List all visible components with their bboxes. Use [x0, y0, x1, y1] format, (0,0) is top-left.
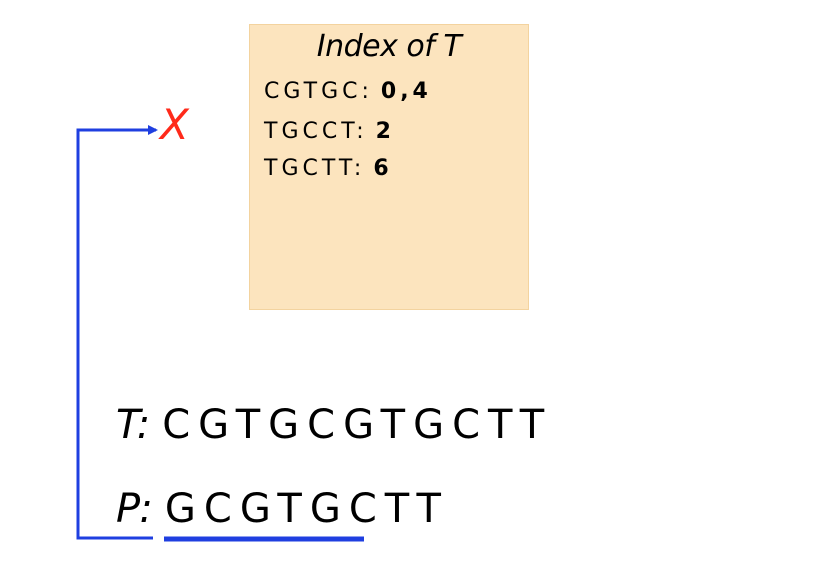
- text-sequence: T:CGTGCGTGCTT: [116, 402, 552, 448]
- index-key: CGTGC:: [264, 79, 373, 104]
- mismatch-mark: X: [160, 100, 189, 149]
- text-letters: CGTGCGTGCTT: [162, 402, 553, 448]
- lookup-arrow: [76, 125, 158, 540]
- index-value: 0,4: [380, 79, 432, 104]
- pattern-sequence: P:GCGTGCTT: [116, 486, 449, 532]
- index-value: 2: [375, 119, 395, 144]
- index-value: 6: [373, 156, 393, 181]
- index-entry-1: TGCCT: 2: [264, 119, 395, 144]
- pattern-label: P:: [116, 486, 153, 532]
- pattern-letters: GCGTGCTT: [164, 486, 449, 532]
- index-entry-0: CGTGC: 0,4: [264, 79, 432, 104]
- index-key: TGCCT:: [264, 119, 368, 144]
- text-label: T:: [116, 402, 151, 448]
- index-box: Index of T CGTGC: 0,4 TGCCT: 2 TGCTT: 6: [249, 24, 529, 310]
- index-entry-2: TGCTT: 6: [264, 156, 393, 181]
- index-title: Index of T: [316, 29, 462, 64]
- index-key: TGCTT:: [264, 156, 366, 181]
